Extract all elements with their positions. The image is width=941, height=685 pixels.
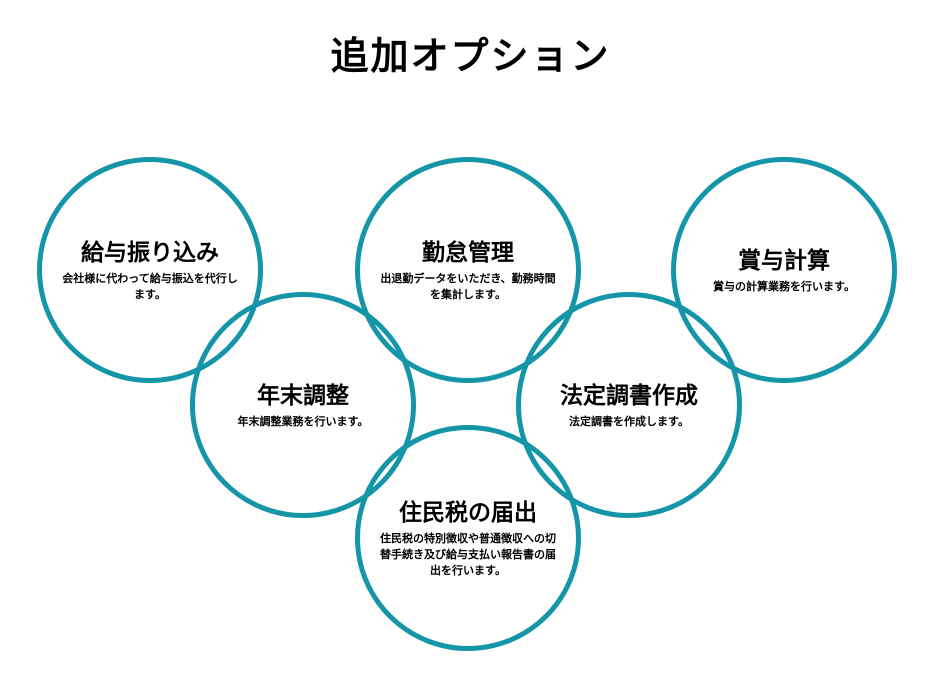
option-heading: 住民税の届出 <box>399 500 537 526</box>
option-heading: 賞与計算 <box>738 248 830 274</box>
option-nenmatsu: 年末調整 年末調整業務を行います。 <box>203 380 403 430</box>
option-kintai: 勤怠管理 出退勤データをいただき、勤務時間を集計します。 <box>368 237 568 303</box>
ring-juminzei <box>355 425 581 651</box>
option-heading: 勤怠管理 <box>422 240 514 266</box>
option-description: 出退勤データをいただき、勤務時間を集計します。 <box>380 272 556 301</box>
ring-kintai <box>355 157 581 383</box>
option-description: 会社様に代わって給与振込を代行します。 <box>62 272 238 301</box>
option-heading: 年末調整 <box>257 383 349 409</box>
option-furikomi: 給与振り込み 会社様に代わって給与振込を代行します。 <box>50 237 250 303</box>
ring-nenmatsu <box>190 292 416 518</box>
ring-furikomi <box>37 157 263 383</box>
option-description: 年末調整業務を行います。 <box>237 415 369 428</box>
option-juminzei: 住民税の届出 住民税の特別徴収や普通徴収への切替手続き及び給与支払い報告書の届出… <box>368 497 568 579</box>
page-title: 追加オプション <box>330 34 611 78</box>
option-description: 賞与の計算業務を行います。 <box>713 280 855 293</box>
option-houtei: 法定調書作成 法定調書を作成します。 <box>529 380 729 430</box>
option-description: 住民税の特別徴収や普通徴収への切替手続き及び給与支払い報告書の届出を行います。 <box>380 532 556 577</box>
option-heading: 法定調書作成 <box>560 383 698 409</box>
option-heading: 給与振り込み <box>81 240 219 266</box>
ring-shoyo <box>671 157 897 383</box>
ring-houtei <box>516 292 742 518</box>
option-description: 法定調書を作成します。 <box>569 415 689 428</box>
option-shoyo: 賞与計算 賞与の計算業務を行います。 <box>684 245 884 295</box>
